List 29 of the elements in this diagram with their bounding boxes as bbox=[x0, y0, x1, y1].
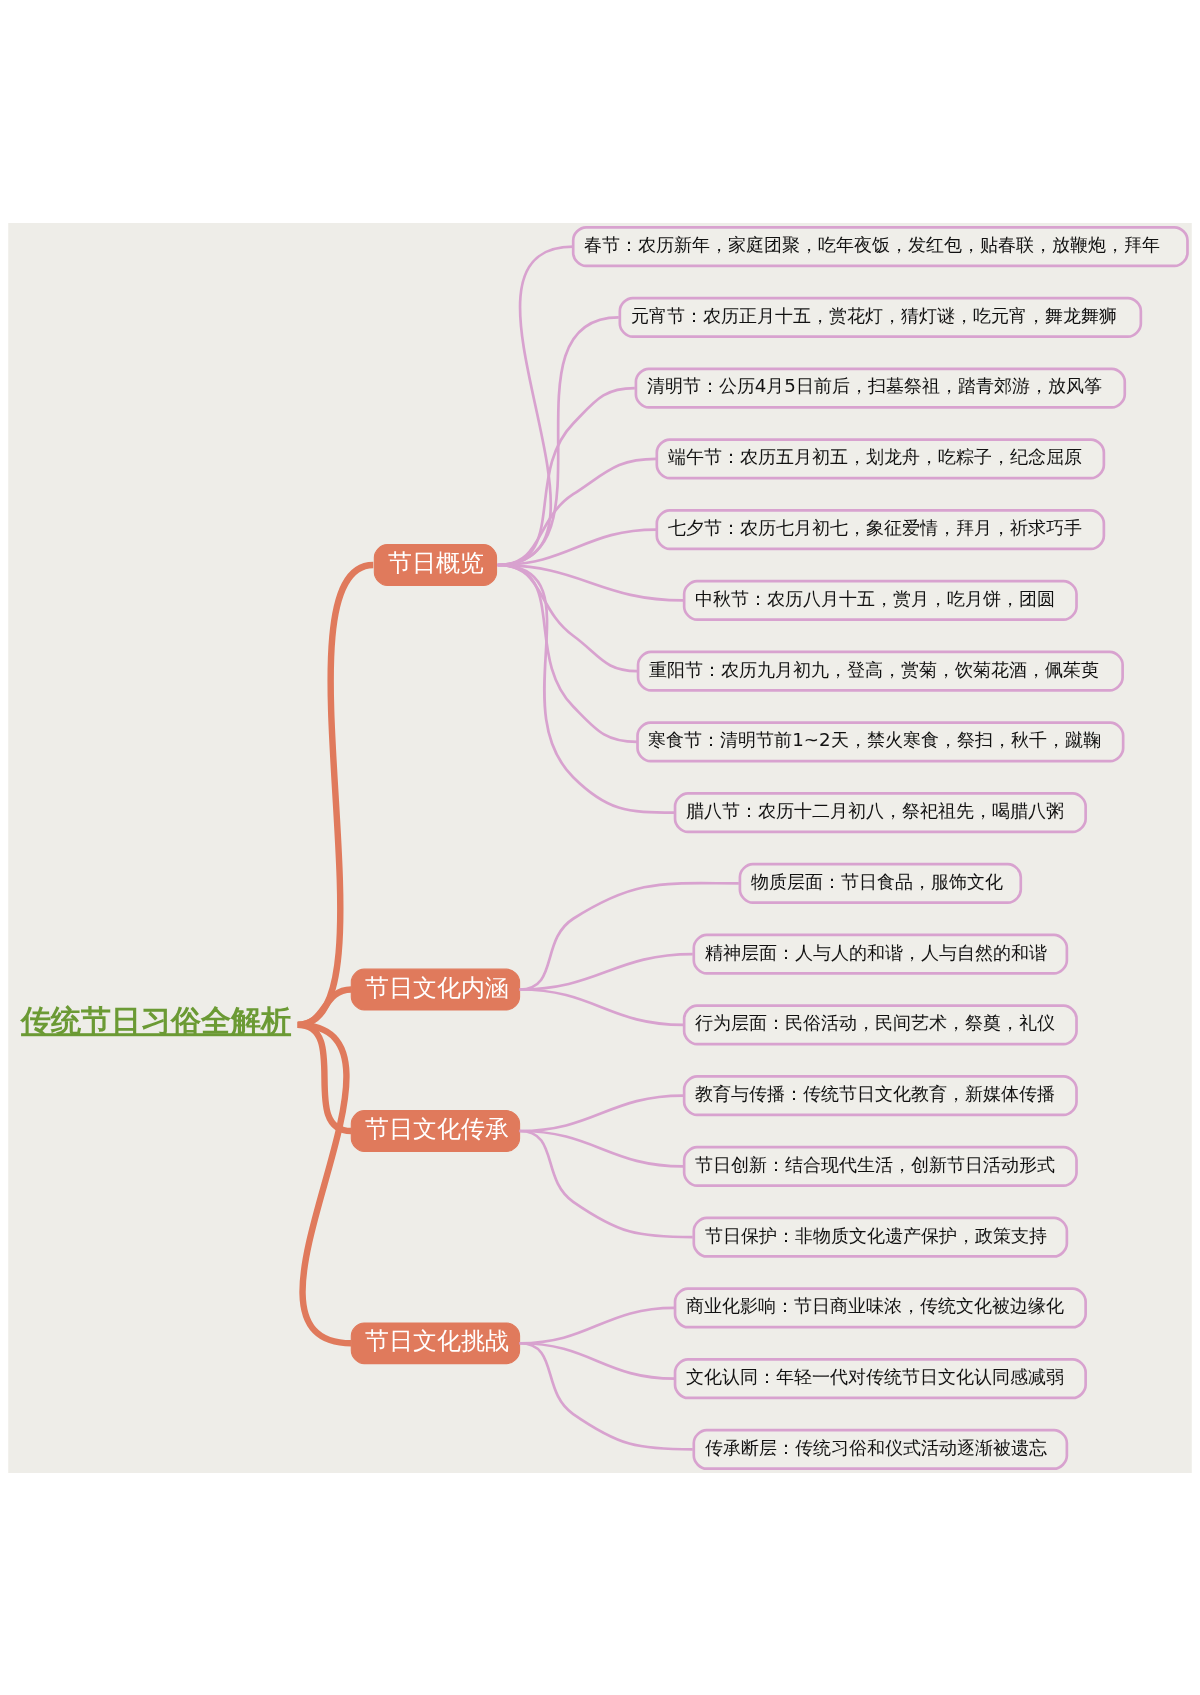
node-box: 物质层面：节日食品，服饰文化 bbox=[738, 862, 1023, 904]
connector bbox=[497, 457, 657, 566]
node-box: 寒食节：清明节前1~2天，禁火寒食，祭扫，秋千，蹴鞠 bbox=[636, 720, 1125, 762]
node-box: 节日保护：非物质文化遗产保护，政策支持 bbox=[692, 1216, 1069, 1258]
node-box: 节日概览 bbox=[373, 543, 498, 586]
node-box: 传承断层：传统习俗和仪式活动逐渐被遗忘 bbox=[692, 1428, 1069, 1470]
node-box: 节日创新：结合现代生活，创新节日活动形式 bbox=[682, 1145, 1078, 1187]
node-box: 春节：农历新年，家庭团聚，吃年夜饭，发红包，贴春联，放鞭炮，拜年 bbox=[571, 225, 1189, 267]
node-box: 中秋节：农历八月十五，赏月，吃月饼，团圆 bbox=[682, 579, 1078, 621]
node-box: 重阳节：农历九月初九，登高，赏菊，饮菊花酒，佩茱萸 bbox=[636, 650, 1124, 692]
node-box: 腊八节：农历十二月初八，祭祀祖先，喝腊八粥 bbox=[673, 791, 1087, 833]
node-box: 端午节：农历五月初五，划龙舟，吃粽子，纪念屈原 bbox=[655, 437, 1106, 479]
node-text: 传统节日习俗全解析 bbox=[21, 1002, 292, 1038]
node-box: 节日文化挑战 bbox=[350, 1321, 521, 1364]
node-box: 清明节：公历4月5日前后，扫墓祭祖，踏青郊游，放风筝 bbox=[634, 366, 1127, 409]
connector bbox=[519, 1341, 693, 1451]
connector bbox=[519, 987, 684, 1026]
node-box: 行为层面：民俗活动，民间艺术，祭奠，礼仪 bbox=[682, 1003, 1078, 1045]
connector bbox=[497, 563, 675, 814]
node-box: 节日文化传承 bbox=[350, 1109, 521, 1152]
node-box: 商业化影响：节日商业味浓，传统文化被边缘化 bbox=[673, 1286, 1087, 1329]
node-box: 节日文化内涵 bbox=[350, 968, 521, 1010]
node-box: 精神层面：人与人的和谐，人与自然的和谐 bbox=[692, 933, 1069, 975]
connector bbox=[297, 1021, 352, 1346]
connector bbox=[519, 1129, 693, 1238]
node-box: 元宵节：农历正月十五，赏花灯，猜灯谜，吃元宵，舞龙舞狮 bbox=[618, 296, 1143, 338]
node-box: 文化认同：年轻一代对传统节日文化认同感减弱 bbox=[673, 1357, 1087, 1399]
node-box: 教育与传播：传统节日文化教育，新媒体传播 bbox=[682, 1074, 1078, 1116]
node-box: 七夕节：农历七月初七，象征爱情，拜月，祈求巧手 bbox=[655, 508, 1106, 550]
